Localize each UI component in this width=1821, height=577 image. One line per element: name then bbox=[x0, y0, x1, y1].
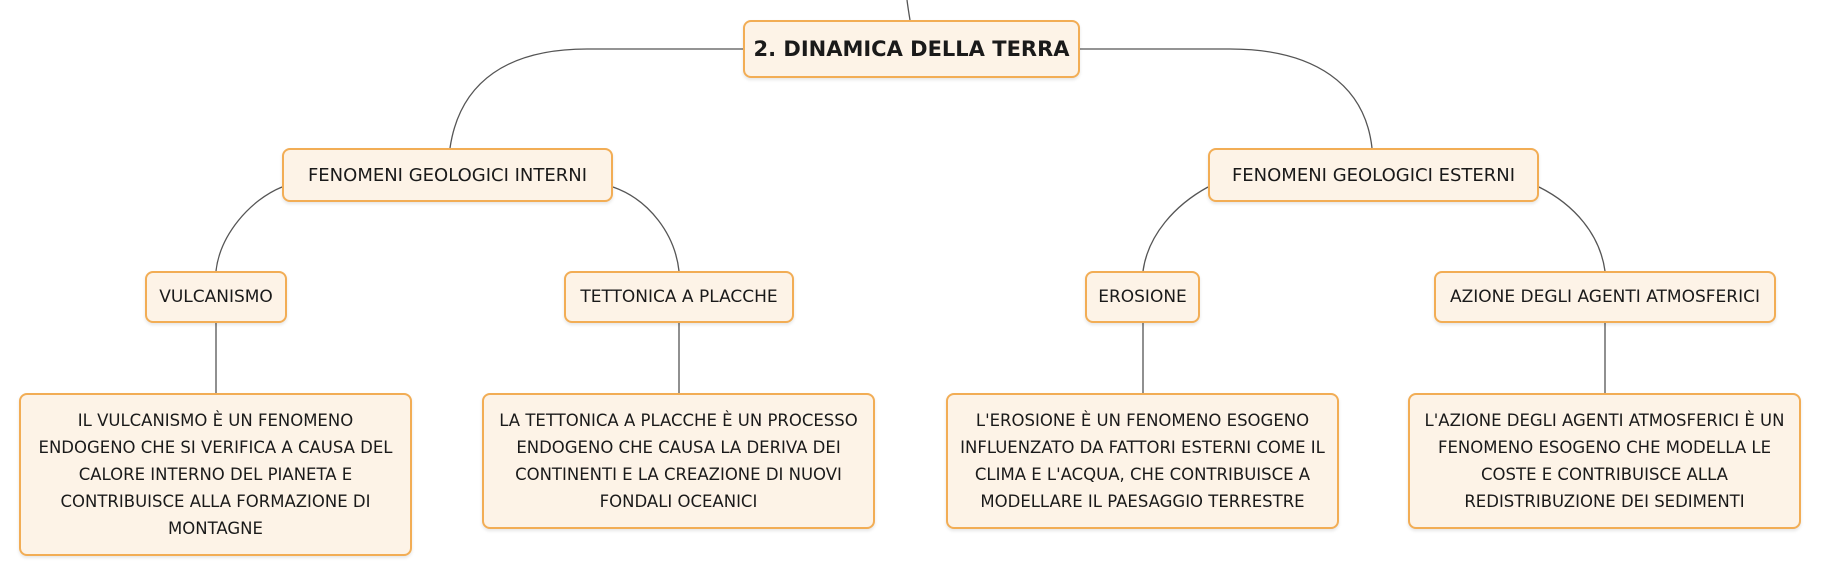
topic-node-label: VULCANISMO bbox=[159, 287, 273, 307]
topic-node-agenti-atmosferici[interactable]: AZIONE DEGLI AGENTI ATMOSFERICI bbox=[1434, 271, 1776, 323]
topic-node-vulcanismo[interactable]: VULCANISMO bbox=[145, 271, 287, 323]
topic-node-label: TETTONICA A PLACCHE bbox=[580, 287, 778, 307]
connector-root-to-interni bbox=[449, 48, 743, 149]
description-text: L'AZIONE DEGLI AGENTI ATMOSFERICI È UN F… bbox=[1424, 411, 1785, 511]
description-node-tettonica[interactable]: LA TETTONICA A PLACCHE È UN PROCESSO END… bbox=[482, 393, 875, 529]
connector-interni-to-tettonica bbox=[612, 186, 680, 272]
connector-esterni-to-agenti bbox=[1538, 186, 1606, 272]
description-node-erosione[interactable]: L'EROSIONE È UN FENOMENO ESOGENO INFLUEN… bbox=[946, 393, 1339, 529]
branch-node-label: FENOMENI GEOLOGICI ESTERNI bbox=[1231, 164, 1516, 186]
description-text: LA TETTONICA A PLACCHE È UN PROCESSO END… bbox=[499, 411, 858, 511]
branch-node-fenomeni-esterni[interactable]: FENOMENI GEOLOGICI ESTERNI bbox=[1208, 148, 1539, 202]
connector-interni-to-vulcanismo bbox=[215, 186, 283, 272]
description-text: L'EROSIONE È UN FENOMENO ESOGENO INFLUEN… bbox=[960, 411, 1325, 511]
branch-node-label: FENOMENI GEOLOGICI INTERNI bbox=[307, 164, 588, 186]
description-node-vulcanismo[interactable]: IL VULCANISMO È UN FENOMENO ENDOGENO CHE… bbox=[19, 393, 412, 556]
topic-node-label: AZIONE DEGLI AGENTI ATMOSFERICI bbox=[1450, 287, 1760, 307]
topic-node-label: EROSIONE bbox=[1098, 287, 1187, 307]
connector-parent-to-root bbox=[906, 0, 911, 21]
description-node-agenti-atmosferici[interactable]: L'AZIONE DEGLI AGENTI ATMOSFERICI È UN F… bbox=[1408, 393, 1801, 529]
branch-node-fenomeni-interni[interactable]: FENOMENI GEOLOGICI INTERNI bbox=[282, 148, 613, 202]
topic-node-tettonica[interactable]: TETTONICA A PLACCHE bbox=[564, 271, 794, 323]
topic-node-erosione[interactable]: EROSIONE bbox=[1085, 271, 1200, 323]
connector-esterni-to-erosione bbox=[1142, 186, 1209, 272]
description-text: IL VULCANISMO È UN FENOMENO ENDOGENO CHE… bbox=[38, 411, 393, 538]
root-node-label: 2. DINAMICA DELLA TERRA bbox=[753, 37, 1070, 61]
connector-root-to-esterni bbox=[1080, 48, 1373, 149]
root-node[interactable]: 2. DINAMICA DELLA TERRA bbox=[743, 20, 1080, 78]
